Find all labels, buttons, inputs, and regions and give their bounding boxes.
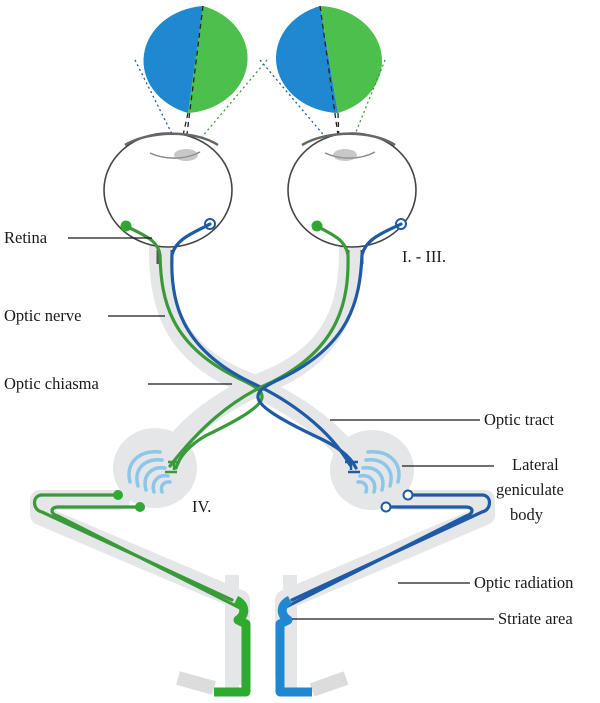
left-green-fiber <box>124 224 264 470</box>
optic-nerve-label: Optic nerve <box>4 306 81 325</box>
striate-area-label: Striate area <box>498 609 573 628</box>
optic-radiation-label: Optic radiation <box>474 573 573 592</box>
pathway-background <box>30 237 495 697</box>
left-optic-radiation-outer <box>32 493 234 602</box>
stage-1-3-label: I. - III. <box>402 247 446 266</box>
left-blue-fiber <box>170 222 352 467</box>
optic-chiasma-label: Optic chiasma <box>4 374 100 393</box>
right-green-fiber <box>168 224 350 468</box>
right-optic-radiation-inner <box>282 505 474 610</box>
right-lgn-terminal-1 <box>345 460 358 470</box>
optic-tract-label: Optic tract <box>484 410 555 429</box>
right-visual-field <box>275 6 383 113</box>
lgb-label-line-3: body <box>510 505 544 524</box>
lgb-label-line-1: Lateral <box>512 455 559 474</box>
right-radiation-dot-1 <box>402 489 414 501</box>
retina-label: Retina <box>4 228 48 247</box>
right-striate-cortex <box>275 595 312 697</box>
left-optic-radiation-inner <box>50 505 242 610</box>
left-radiation-dot-2 <box>135 502 145 512</box>
right-radiation-dot-2 <box>380 501 392 513</box>
left-striate-cortex <box>214 595 251 697</box>
left-lateral-geniculate-body <box>127 450 172 494</box>
left-radiation-dot-1 <box>113 490 123 500</box>
stage-4-label: IV. <box>192 497 211 516</box>
left-eye <box>103 132 233 264</box>
right-optic-radiation-outer <box>290 493 492 602</box>
left-visual-field <box>143 6 248 113</box>
right-eye <box>287 132 417 264</box>
right-lateral-geniculate-body <box>356 450 401 494</box>
lgb-label-line-2: geniculate <box>496 480 564 499</box>
left-lgn-terminal-1 <box>168 460 180 470</box>
right-blue-fiber <box>256 222 403 470</box>
